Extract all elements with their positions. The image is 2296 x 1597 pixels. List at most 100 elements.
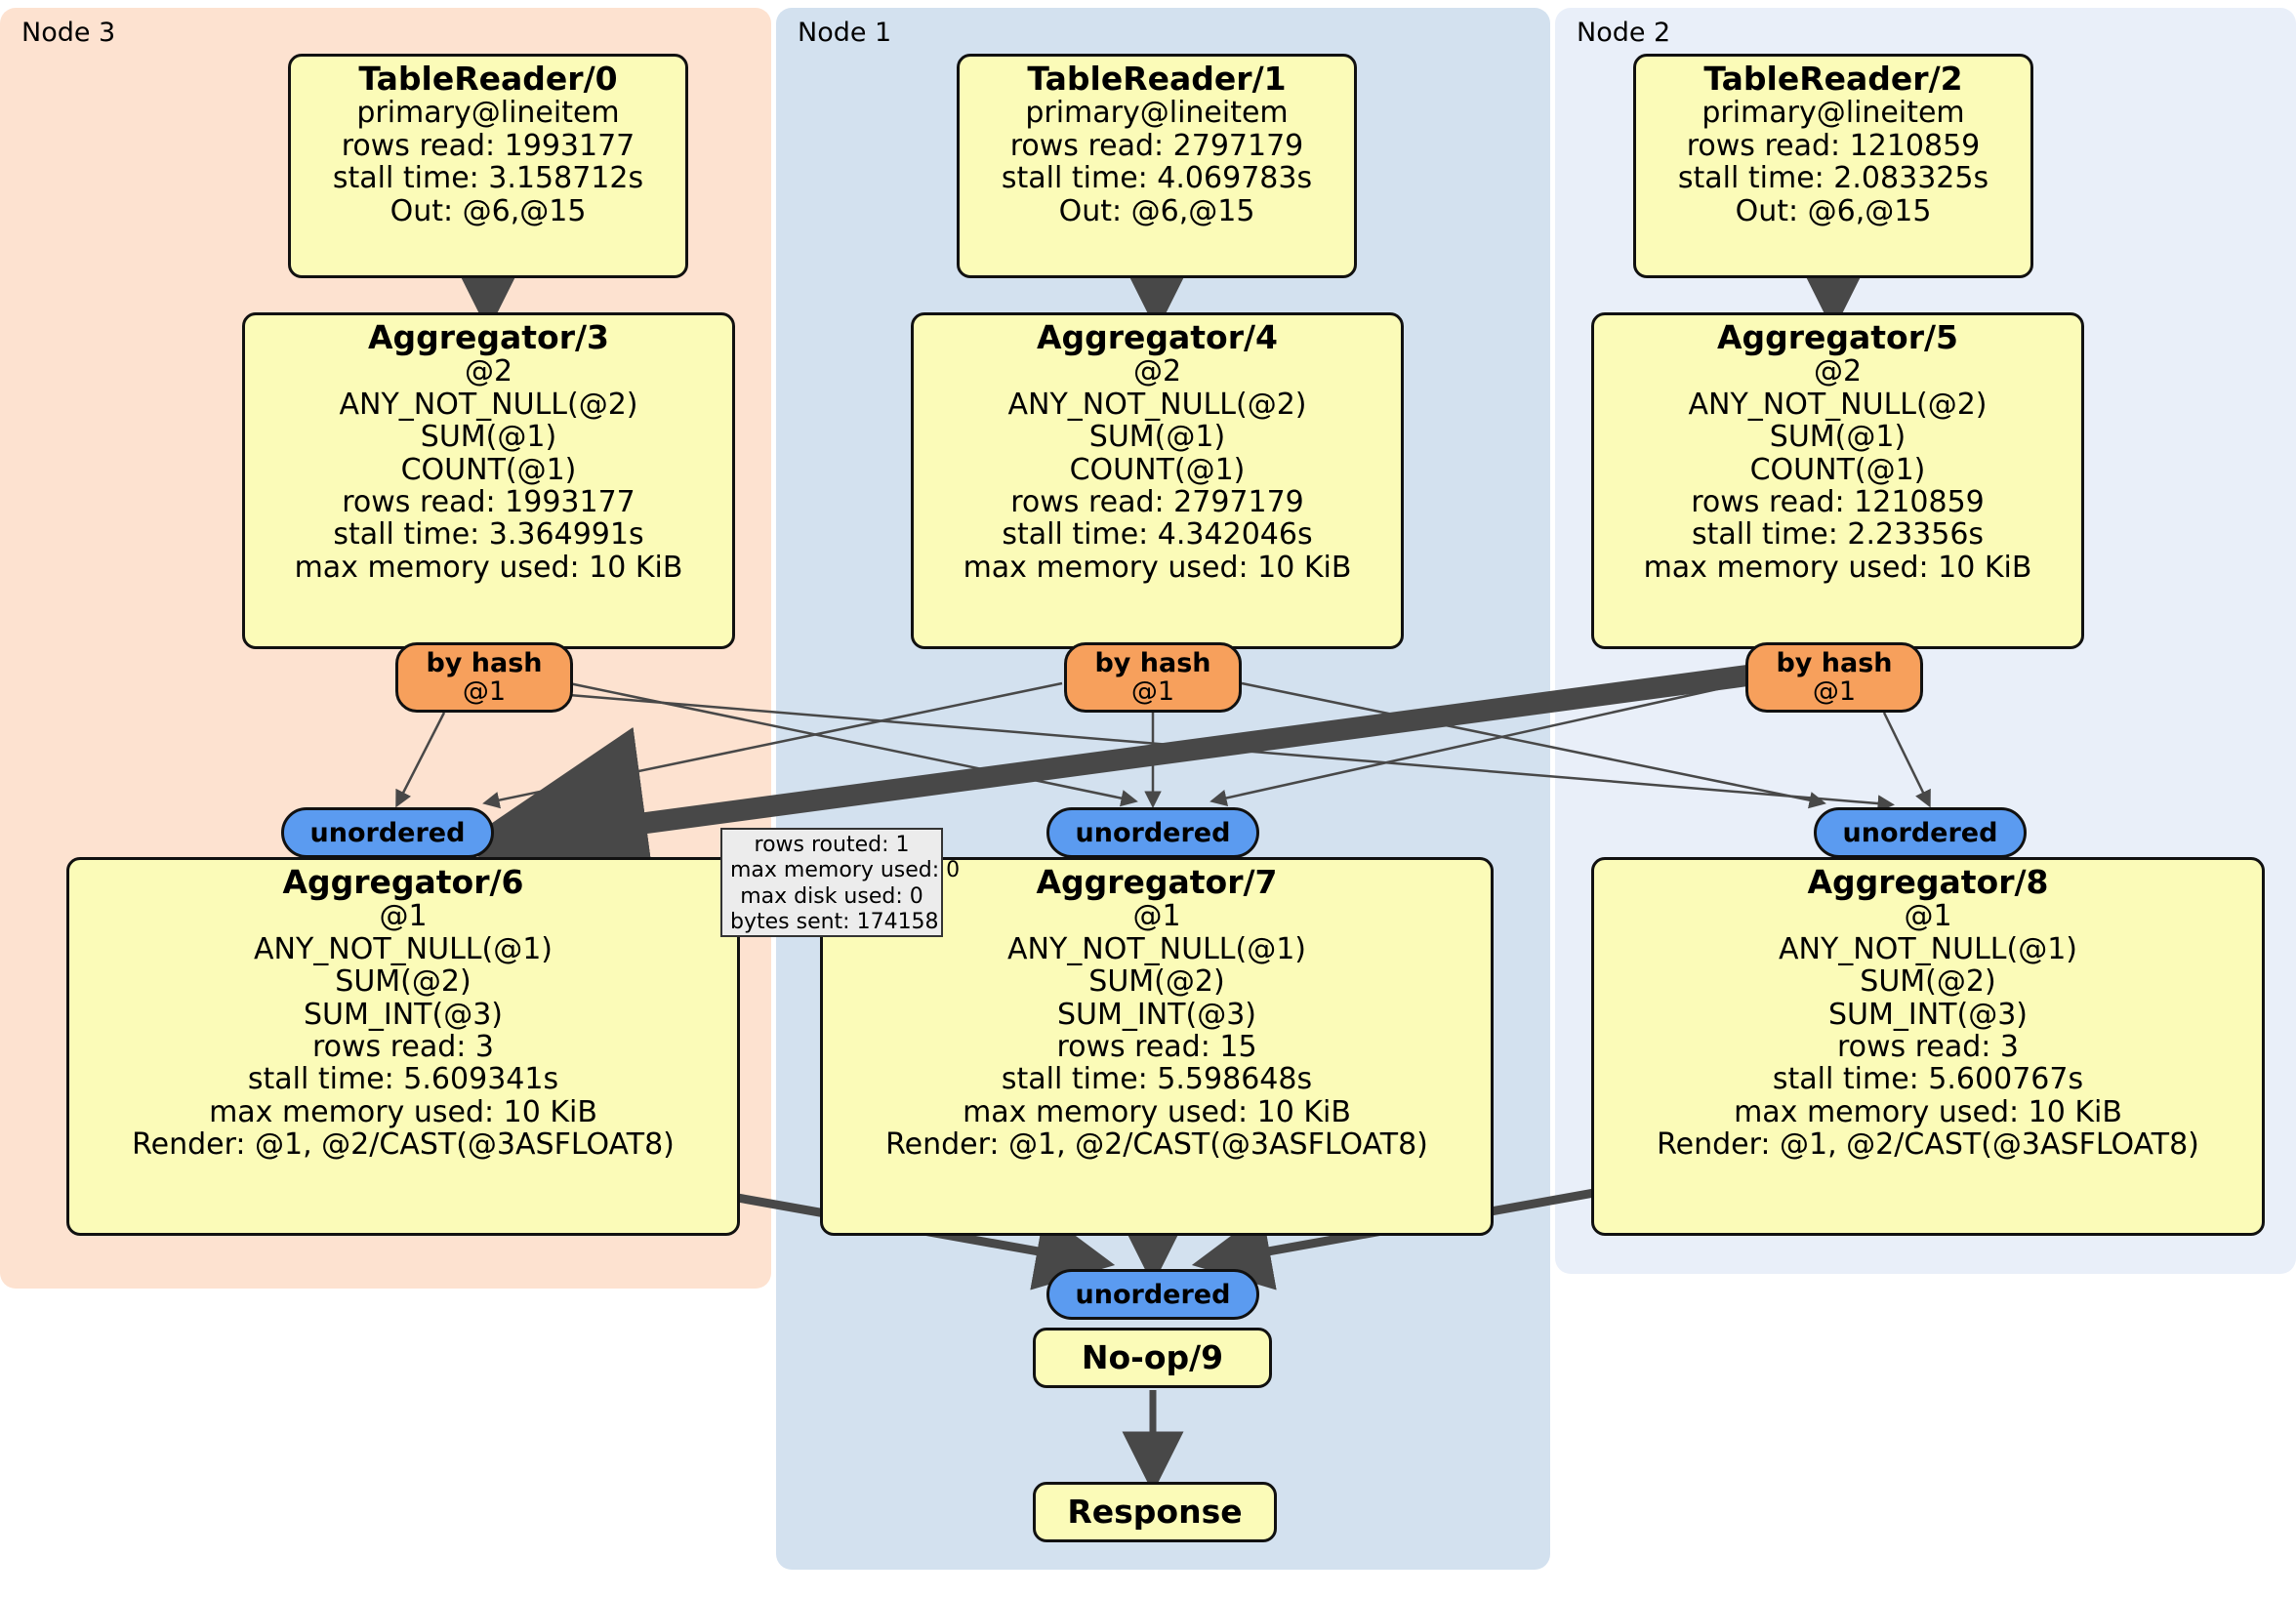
plan-node-detail: Out: @6,@15 xyxy=(1058,193,1255,228)
plan-node-detail: ANY_NOT_NULL(@2) xyxy=(1688,387,1988,422)
plan-node-detail: COUNT(@1) xyxy=(400,452,577,487)
cluster-label-node2: Node 2 xyxy=(1577,18,1671,48)
plan-node-detail: max memory used: 10 KiB xyxy=(1734,1094,2122,1129)
plan-node-detail: Render: @1, @2/CAST(@3ASFLOAT8) xyxy=(1657,1127,2199,1163)
stats-tooltip-line: max memory used: 0 xyxy=(730,858,961,883)
stream-badge-unordered-7[interactable]: unordered xyxy=(1046,807,1259,858)
stream-badge-unordered-6[interactable]: unordered xyxy=(281,807,494,858)
plan-node-detail: SUM(@2) xyxy=(335,964,472,1000)
stream-badge-label: unordered xyxy=(1075,1279,1231,1310)
plan-node-detail: max memory used: 10 KiB xyxy=(963,1094,1351,1129)
plan-node-detail: max memory used: 10 KiB xyxy=(294,550,683,585)
plan-node-detail: SUM(@1) xyxy=(420,420,557,455)
plan-node-detail: rows read: 1993177 xyxy=(342,485,636,520)
plan-node-detail: max memory used: 10 KiB xyxy=(1643,550,2032,585)
plan-node-detail: @2 xyxy=(1132,354,1182,389)
plan-node-title: TableReader/2 xyxy=(1703,60,1963,98)
plan-node-detail: rows read: 1210859 xyxy=(1686,128,1981,163)
plan-node-detail: SUM(@1) xyxy=(1088,420,1226,455)
stats-tooltip-line: rows routed: 1 xyxy=(754,833,910,857)
plan-node-detail: rows read: 3 xyxy=(311,1030,495,1065)
plan-node-detail: rows read: 1210859 xyxy=(1691,485,1985,520)
plan-node-detail: Out: @6,@15 xyxy=(1735,193,1932,228)
plan-node-detail: stall time: 2.23356s xyxy=(1691,517,1985,553)
plan-node-detail: stall time: 2.083325s xyxy=(1677,161,1989,196)
plan-node-title: Response xyxy=(1067,1493,1243,1532)
plan-node-detail: stall time: 5.598648s xyxy=(1001,1062,1313,1097)
stream-badge-unordered-8[interactable]: unordered xyxy=(1814,807,2027,858)
plan-node-detail: SUM(@1) xyxy=(1769,420,1906,455)
plan-node-response[interactable]: Response xyxy=(1033,1482,1277,1542)
plan-node-detail: rows read: 2797179 xyxy=(1010,485,1304,520)
plan-node-detail: ANY_NOT_NULL(@2) xyxy=(339,387,638,422)
plan-node-title: TableReader/1 xyxy=(1027,60,1287,98)
plan-node-detail: SUM_INT(@3) xyxy=(1828,997,2028,1032)
plan-node-detail: rows read: 2797179 xyxy=(1009,128,1304,163)
plan-node-detail: rows read: 3 xyxy=(1836,1030,2020,1065)
router-badge-label: by hash xyxy=(1776,648,1893,678)
plan-node-detail: Out: @6,@15 xyxy=(390,193,587,228)
plan-node-title: Aggregator/6 xyxy=(282,863,524,901)
plan-node-detail: @1 xyxy=(1904,899,1952,934)
plan-node-detail: max memory used: 10 KiB xyxy=(209,1094,597,1129)
plan-node-detail: stall time: 5.600767s xyxy=(1772,1062,2084,1097)
plan-node-detail: Render: @1, @2/CAST(@3ASFLOAT8) xyxy=(132,1127,675,1163)
plan-node-title: Aggregator/7 xyxy=(1036,863,1278,901)
cluster-label-node3: Node 3 xyxy=(21,18,116,48)
router-badge-column: @1 xyxy=(1812,676,1857,708)
stats-tooltip-line: max disk used: 0 xyxy=(740,883,923,909)
plan-node-title: No-op/9 xyxy=(1081,1338,1224,1377)
plan-node-detail: stall time: 3.364991s xyxy=(333,517,644,553)
plan-node-detail: ANY_NOT_NULL(@1) xyxy=(254,931,553,966)
router-badge-label: by hash xyxy=(1094,648,1211,678)
stream-badge-label: unordered xyxy=(1842,817,1998,848)
plan-node-detail: stall time: 3.158712s xyxy=(332,161,644,196)
plan-node-detail: SUM(@2) xyxy=(1860,964,1996,1000)
plan-node-title: Aggregator/4 xyxy=(1036,318,1279,356)
plan-node-detail: @1 xyxy=(1132,899,1181,934)
plan-node-detail: ANY_NOT_NULL(@1) xyxy=(1779,931,2077,966)
plan-node-detail: @2 xyxy=(464,354,513,389)
stream-badge-label: unordered xyxy=(309,817,466,848)
plan-node-detail: COUNT(@1) xyxy=(1749,452,1926,487)
router-badge-byhash-4[interactable]: by hash@1 xyxy=(1064,642,1242,713)
plan-node-detail: COUNT(@1) xyxy=(1069,452,1246,487)
cluster-label-node1: Node 1 xyxy=(798,18,892,48)
plan-node-detail: primary@lineitem xyxy=(356,96,620,131)
plan-node-detail: rows read: 15 xyxy=(1056,1030,1257,1065)
plan-node-detail: Render: @1, @2/CAST(@3ASFLOAT8) xyxy=(885,1127,1428,1163)
plan-node-detail: stall time: 4.069783s xyxy=(1001,161,1313,196)
plan-node-detail: rows read: 1993177 xyxy=(341,128,636,163)
router-badge-column: @1 xyxy=(462,676,507,708)
plan-node-title: TableReader/0 xyxy=(358,60,618,98)
plan-node-detail: max memory used: 10 KiB xyxy=(963,550,1352,585)
router-badge-label: by hash xyxy=(426,648,543,678)
plan-node-detail: SUM(@2) xyxy=(1088,964,1225,1000)
router-badge-byhash-3[interactable]: by hash@1 xyxy=(395,642,573,713)
plan-node-detail: SUM_INT(@3) xyxy=(304,997,503,1032)
router-badge-column: @1 xyxy=(1130,676,1175,708)
plan-node-noop9[interactable]: No-op/9 xyxy=(1033,1328,1272,1388)
plan-node-detail: stall time: 5.609341s xyxy=(247,1062,559,1097)
plan-node-title: Aggregator/8 xyxy=(1807,863,2049,901)
stats-tooltip-line: bytes sent: 174158 xyxy=(730,910,939,935)
router-badge-byhash-5[interactable]: by hash@1 xyxy=(1745,642,1923,713)
plan-node-detail: SUM_INT(@3) xyxy=(1057,997,1256,1032)
plan-node-detail: @2 xyxy=(1813,354,1863,389)
plan-node-detail: primary@lineitem xyxy=(1025,96,1289,131)
plan-node-detail: primary@lineitem xyxy=(1702,96,1965,131)
plan-node-detail: stall time: 4.342046s xyxy=(1002,517,1313,553)
plan-node-detail: ANY_NOT_NULL(@1) xyxy=(1007,931,1306,966)
stream-badge-unordered-9[interactable]: unordered xyxy=(1046,1269,1259,1320)
plan-node-detail: @1 xyxy=(379,899,428,934)
plan-node-detail: ANY_NOT_NULL(@2) xyxy=(1007,387,1307,422)
